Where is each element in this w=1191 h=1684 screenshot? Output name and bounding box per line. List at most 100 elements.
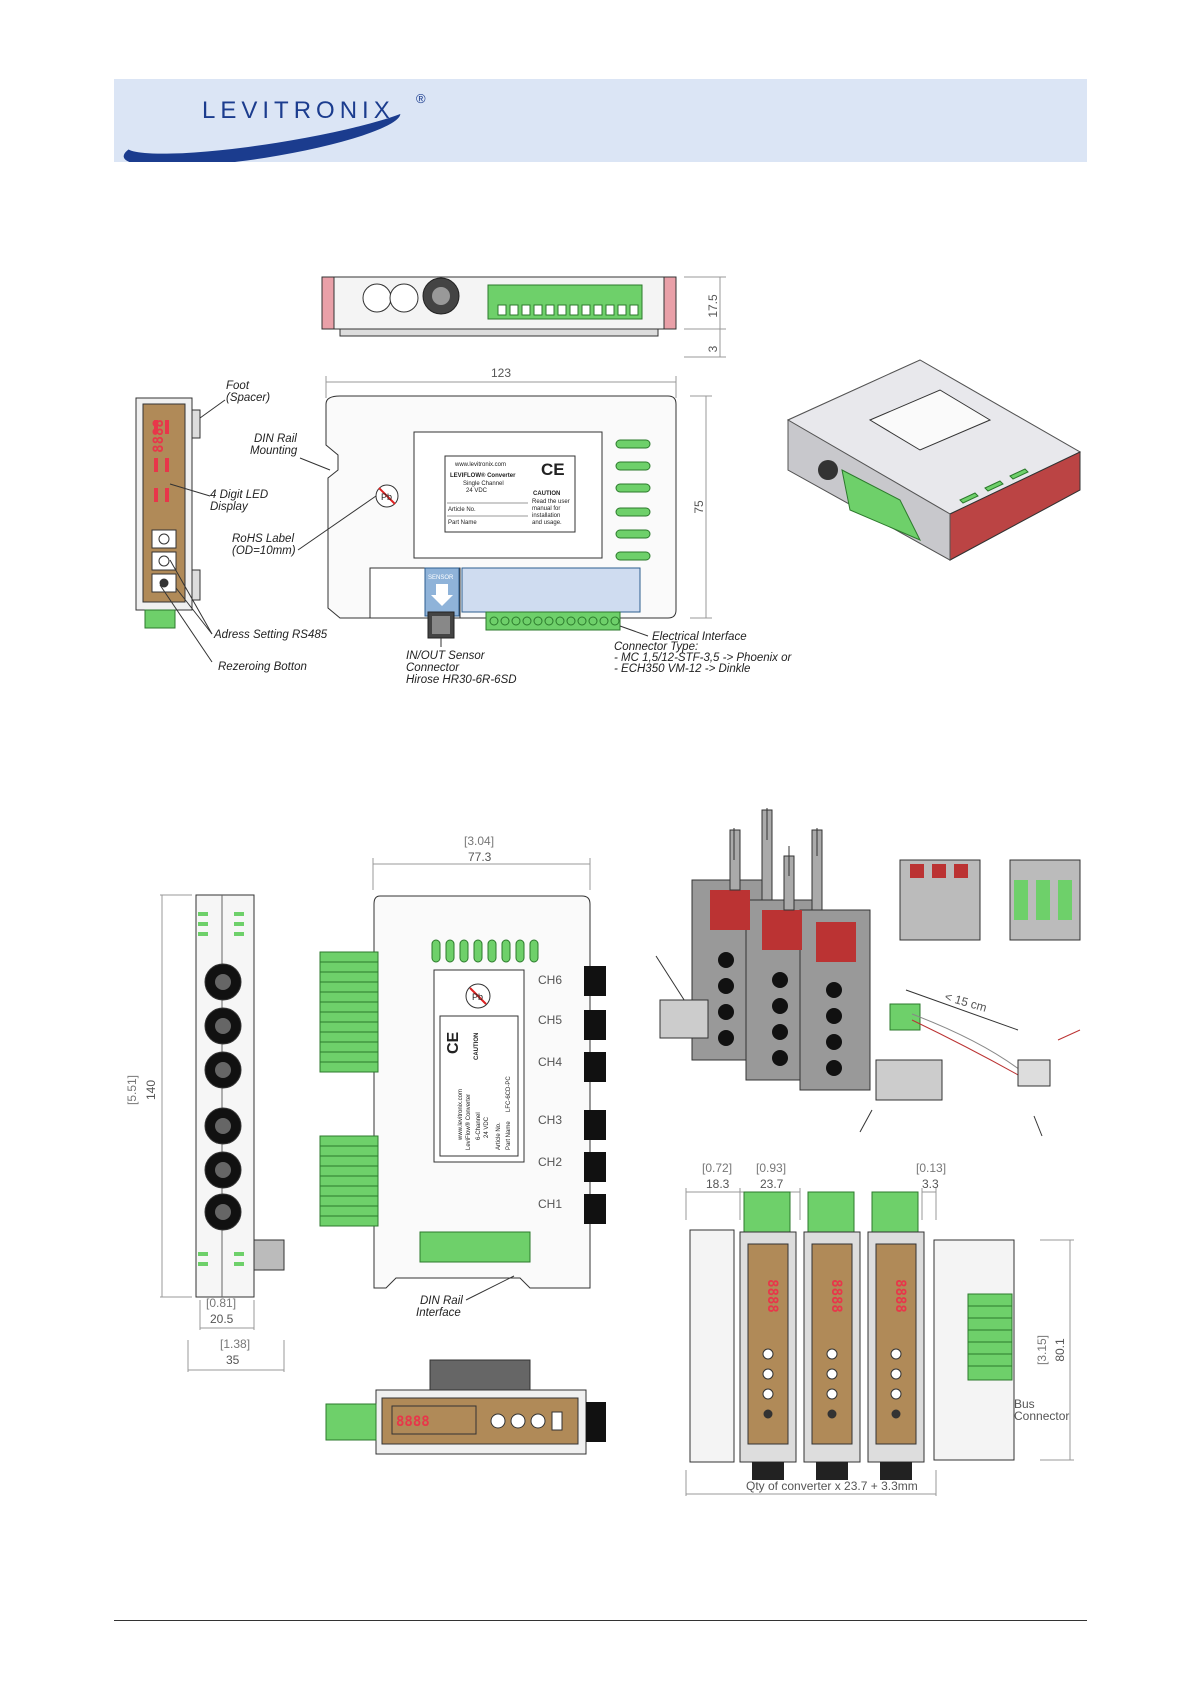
lbl-rohs-sub: (OD=10mm): [232, 545, 296, 557]
dim-side-h-in: [5.51]: [125, 1075, 139, 1105]
label-sub-6ch: 6-Channel: [476, 1112, 482, 1140]
label-article-6ch: Article No.: [496, 1122, 502, 1150]
lbl-elec: Electrical Interface: [652, 631, 747, 643]
bottom-top-view: 8888: [325, 1359, 606, 1455]
label-volt-6ch: 24 VDC: [484, 1116, 490, 1138]
led-digits-bottom: 8888: [396, 1414, 430, 1430]
converter-module-3: 8888: [867, 1191, 925, 1480]
lbl-sensor-2: Connector: [406, 662, 460, 674]
dim-rail-w1: 18.3: [706, 1177, 730, 1191]
top-left-view: 8888: [135, 397, 201, 629]
led-digits-module-2: 8888: [828, 1279, 844, 1313]
channel-label-6: CH6: [538, 973, 562, 987]
sensor-tag: SENSOR: [428, 575, 454, 581]
label-article: Article No.: [448, 507, 476, 513]
top-front-view: www.levitronix.com LEVIFLOW® Converter S…: [325, 395, 677, 639]
led-digits-module-3: 8888: [892, 1279, 908, 1313]
label-caution-6ch: CAUTION: [474, 1033, 480, 1060]
lbl-conn-a: - MC 1,5/12-STF-3,5 -> Phoenix or: [614, 652, 793, 664]
dim-front-w-in: [3.04]: [464, 834, 494, 848]
label-url: www.levitronix.com: [454, 462, 506, 468]
lbl-sensor-1: IN/OUT Sensor: [406, 650, 486, 662]
bottom-3d-assembly: < 15 cm: [655, 808, 1081, 1137]
label-name-6ch: LeviFlow® Converter: [465, 1094, 472, 1150]
rohs-pb-icon: Pb: [375, 484, 399, 508]
led-digits-module-1: 8888: [764, 1279, 780, 1313]
dim-rail-w2-in: [0.93]: [756, 1161, 786, 1175]
channel-label-5: CH5: [538, 1013, 562, 1027]
dim-rail-w1-in: [0.72]: [702, 1161, 732, 1175]
channel-label-4: CH4: [538, 1055, 562, 1069]
lbl-led-sub: Display: [210, 501, 249, 513]
bottom-rail-view: [0.72] 18.3 [0.93] 23.7 [0.13] 3.3 8888 …: [685, 1161, 1074, 1496]
dim-rail-h: 80.1: [1053, 1338, 1067, 1362]
lbl-bus-2: Connector: [1014, 1409, 1069, 1423]
levitronix-logo: LEVITRONIX ®: [123, 91, 426, 162]
lbl-rezero: Rezeroing Botton: [218, 661, 307, 673]
channel-label-2: CH2: [538, 1155, 562, 1169]
label-part: Part Name: [448, 520, 477, 526]
lbl-qty-formula: Qty of converter x 23.7 + 3.3mm: [746, 1479, 918, 1493]
channel-label-1: CH1: [538, 1197, 562, 1211]
converter-module-2: 8888: [803, 1191, 861, 1480]
ce-mark: CE: [541, 460, 565, 479]
led-digits-left-top: 8888: [151, 419, 167, 453]
dim-side-w2: 35: [226, 1353, 240, 1367]
lbl-address: Adress Setting RS485: [213, 629, 328, 641]
dim-front-w: 77.3: [468, 850, 492, 864]
label-url-6ch: www.levitronix.com: [458, 1089, 464, 1141]
lbl-foot: Foot: [226, 380, 250, 392]
lbl-sensor-3: Hirose HR30-6R-6SD: [406, 674, 517, 686]
converter-module-1: 8888: [739, 1191, 797, 1480]
label-sub: Single Channel: [463, 481, 504, 487]
vent-slots: [615, 439, 651, 561]
lbl-rohs: RoHS Label: [232, 533, 294, 545]
caution-line-4: and usage.: [532, 520, 562, 526]
lbl-bus-1: Bus: [1014, 1397, 1035, 1411]
label-caution: CAUTION: [533, 491, 560, 497]
lbl-din-sub: Mounting: [250, 445, 298, 457]
svg-text:Pb: Pb: [472, 992, 483, 1002]
dim-side-w2-in: [1.38]: [220, 1337, 250, 1351]
dim-front-width-line: 123: [325, 366, 677, 398]
footer-divider: [114, 1620, 1087, 1621]
lbl-foot-sub: (Spacer): [226, 392, 270, 404]
registered-mark: ®: [416, 91, 426, 106]
label-part-6ch: Part Name: [506, 1121, 512, 1150]
dim-side-w1: 20.5: [210, 1312, 234, 1326]
dim-rail-w3-in: [0.13]: [916, 1161, 946, 1175]
label-pb-icon-6ch: Pb: [465, 983, 491, 1009]
top-3d-render: [786, 359, 1082, 561]
bottom-front-view: [3.04] 77.3 Pb CE: [319, 834, 606, 1319]
label-part-val-6ch: LFC-6CD-PC: [506, 1076, 512, 1112]
dim-front-height-line: 75: [690, 395, 712, 619]
label-product-name: LEVIFLOW® Converter: [450, 472, 516, 479]
caution-line-2: manual for: [532, 506, 560, 512]
dim-front-height: 75: [692, 500, 706, 514]
channel-label-3: CH3: [538, 1113, 562, 1127]
logo-text: LEVITRONIX: [202, 97, 395, 124]
caution-line-3: installation: [532, 513, 560, 519]
bottom-side-view: [5.51] 140 [0.81] 20.5 [1.38] 35: [125, 894, 285, 1372]
dim-side-height: 17.5: [706, 294, 720, 318]
ce-mark-6ch: CE: [445, 1031, 462, 1054]
dim-side-offset: 3: [706, 345, 720, 352]
lbl-din-interface-1: DIN Rail: [420, 1295, 463, 1307]
lbl-led: 4 Digit LED: [210, 489, 268, 501]
lbl-conn-b: - ECH350 VM-12 -> Dinkle: [614, 663, 750, 675]
lbl-din-interface-2: Interface: [416, 1307, 461, 1319]
dim-side-w1-in: [0.81]: [206, 1296, 236, 1310]
dim-front-width: 123: [491, 366, 511, 380]
label-voltage: 24 VDC: [466, 488, 488, 494]
sensor-connector: [427, 611, 455, 639]
caution-line-1: Read the user: [532, 499, 570, 505]
lbl-din: DIN Rail: [254, 433, 297, 445]
dim-side-h: 140: [144, 1080, 158, 1100]
top-side-view: 17.5 3: [321, 276, 726, 358]
dim-rail-h-in: [3.15]: [1035, 1335, 1049, 1365]
lbl-conn-type: Connector Type:: [614, 641, 698, 653]
header-banner: LEVITRONIX ®: [114, 79, 1087, 162]
dim-rail-w3: 3.3: [922, 1177, 939, 1191]
svg-text:Pb: Pb: [381, 492, 392, 502]
